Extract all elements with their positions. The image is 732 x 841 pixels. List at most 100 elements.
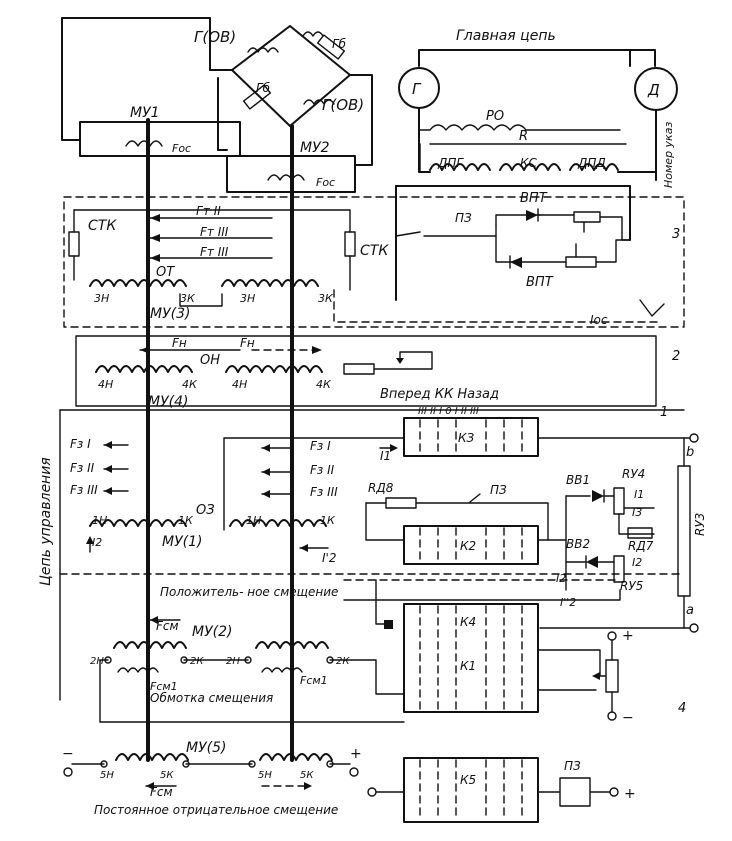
label-4k-left: 4К <box>182 378 198 391</box>
label-i3-right: I3 <box>632 506 642 519</box>
label-fz2-right: Fз II <box>310 463 335 477</box>
label-1n-right: 1Н <box>246 514 261 527</box>
label-5k-left: 5К <box>160 770 174 781</box>
label-fz1-right: Fз I <box>310 439 331 453</box>
label-mu5: МУ(5) <box>186 740 226 756</box>
label-2k-left: 2К <box>190 656 204 667</box>
label-5k-right: 5К <box>300 770 314 781</box>
label-k2: К2 <box>460 539 476 553</box>
label-1k-right: 1К <box>320 514 336 527</box>
section-1-controller: 1 III II I 0 I II III КЗ b I1 <box>59 405 699 531</box>
label-oz: ОЗ <box>196 503 215 518</box>
label-ru3: RУ3 <box>693 513 707 536</box>
label-4n-right: 4Н <box>232 378 247 391</box>
label-i2-right: I2 <box>632 556 642 569</box>
label-rd8: RД8 <box>368 481 394 495</box>
label-vv2: ВВ2 <box>566 537 590 551</box>
label-neg-bias: Обмотка смещения <box>150 691 273 705</box>
label-const-bias: Постоянное отрицательное смещение <box>94 803 338 817</box>
k5-box <box>403 757 539 823</box>
label-main-circuit: Главная цепь <box>456 28 556 44</box>
label-fz1-left: Fз I <box>70 437 91 451</box>
label-fcm3: Fсм1 <box>300 674 328 687</box>
label-4n-left: 4Н <box>98 378 113 391</box>
label-ra: Гб <box>256 81 271 95</box>
label-pz1: ПЗ <box>455 211 472 225</box>
label-rd7: RД7 <box>628 539 654 553</box>
label-5n-left: 5Н <box>100 770 114 781</box>
label-i1: I1 <box>380 449 391 463</box>
label-k5: К5 <box>460 773 476 787</box>
label-mu2b: МУ(2) <box>192 624 232 640</box>
label-gov-top: Г(ОВ) <box>194 28 236 46</box>
label-control-circuit: Цепь управления <box>38 457 54 586</box>
label-dpd: ДПД <box>577 156 606 170</box>
label-1k-left: 1К <box>178 514 194 527</box>
label-r: R <box>519 129 528 144</box>
label-section-4: 4 <box>678 701 686 716</box>
label-mu2: МУ2 <box>300 140 330 156</box>
label-k1: К1 <box>460 659 476 673</box>
core-lines <box>146 118 294 762</box>
label-3k-right: 3К <box>318 292 334 305</box>
ru3-resistor <box>677 465 691 597</box>
generator-field-bridge: Г(ОВ) Гб Гб Г(ОВ) <box>61 17 373 166</box>
label-pos-bias: Положитель- ное смещение <box>160 585 338 599</box>
label-fz2-left: Fз II <box>70 461 95 475</box>
label-i2-left: I2 <box>92 536 102 549</box>
label-gov-right: Г(ОВ) <box>322 96 364 114</box>
label-fcm2: Fсм1 <box>150 680 178 693</box>
label-i1-right: I1 <box>634 488 644 501</box>
label-vv1: ВВ1 <box>566 473 590 487</box>
label-mu4: МУ(4) <box>148 394 188 410</box>
label-term-b: b <box>686 445 694 460</box>
label-on: ОН <box>200 353 220 368</box>
label-dpg: ДПГ <box>437 156 464 170</box>
label-i2-bottom: I2 <box>556 572 566 585</box>
vv-network: ВВ1 RУ4 I1 I3 RД7 ВВ2 I2 RУ5 I2 I''2 RУ3… <box>343 437 707 633</box>
label-motor: Д <box>647 81 660 99</box>
label-sign-plus: + <box>350 746 362 762</box>
mu1-control-area: Fз I Fз II Fз III Fз I Fз II Fз III ОЗ 1… <box>70 437 567 565</box>
section-2-mu4: 2 Fн ОН Fн 4Н 4К 4Н 4К МУ(4) Вперед КК Н… <box>75 335 680 410</box>
label-1n-left: 1Н <box>92 514 107 527</box>
control-circuit-frame: Цепь управления <box>38 409 685 701</box>
k4-k1-box <box>403 603 539 713</box>
label-sign-minus: − <box>62 746 74 762</box>
label-term-a: a <box>686 603 694 618</box>
label-mu1: МУ1 <box>130 105 160 121</box>
main-circuit: Главная цепь Г Д РО R ДПГ КС ДПД Номер у… <box>395 28 678 301</box>
label-i2pp: I''2 <box>560 596 576 609</box>
label-k3: КЗ <box>458 431 475 445</box>
label-foc2: Fос <box>316 176 335 189</box>
label-ft2: Fт II <box>196 204 221 218</box>
section-3-mu3: 3 СТК СТК Fт II Fт III Fт III ОТ 3Н 3К 3… <box>63 196 685 328</box>
label-ru5: RУ5 <box>620 579 643 593</box>
label-vpt2: ВПТ <box>526 275 554 290</box>
label-tach: Номер указ <box>662 122 675 188</box>
label-stk-left: СТК <box>88 218 117 234</box>
pz3-box <box>559 777 591 807</box>
label-rb: Гб <box>332 37 347 51</box>
label-ot: ОТ <box>156 265 175 280</box>
label-5n-right: 5Н <box>258 770 272 781</box>
label-fv3: Fт III <box>200 245 229 259</box>
label-section-1: 1 <box>660 405 668 420</box>
label-ks: КС <box>520 156 538 170</box>
label-3n-left: 3Н <box>94 292 109 305</box>
label-3n-right: 3Н <box>240 292 255 305</box>
label-ro: РО <box>486 109 504 124</box>
label-fz3-left: Fз III <box>70 483 98 497</box>
label-fz3-right: Fз III <box>310 485 338 499</box>
label-3k-left: 3К <box>180 292 196 305</box>
label-fcm1: Fсм <box>156 619 179 633</box>
label-fcm5: Fсм <box>150 785 173 799</box>
label-fn1: Fн <box>172 336 187 350</box>
label-positions: III II I 0 I II III <box>418 406 479 417</box>
label-2n-right: 2Н <box>226 656 240 667</box>
label-4k-right: 4К <box>316 378 332 391</box>
k2-box <box>403 525 539 565</box>
label-foc1: Fос <box>172 142 191 155</box>
